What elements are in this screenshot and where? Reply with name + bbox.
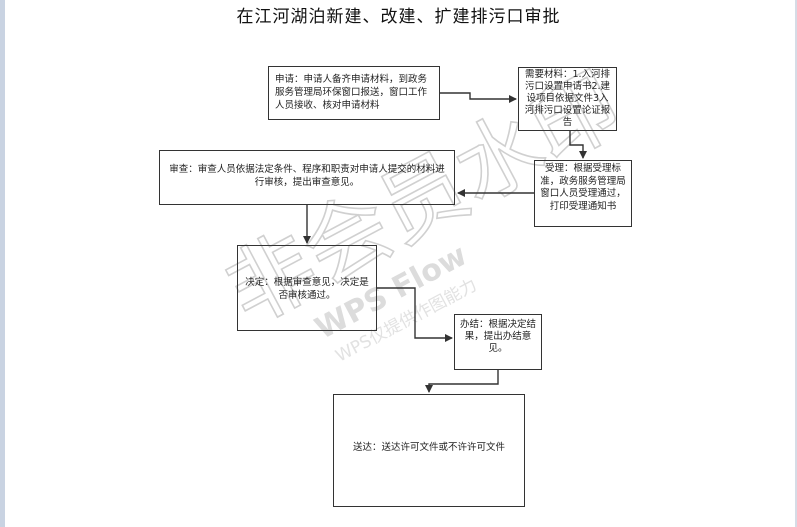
review-step-box: 审查：审查人员依据法定条件、程序和职责对申请人提交的材料进行审核，提出审查意见。 [159, 150, 455, 205]
apply-step-text: 申请：申请人备齐申请材料，到政务服务管理局环保窗口报送，窗口工作人员接收、核对申… [275, 74, 428, 111]
apply-step-box: 申请：申请人备齐申请材料，到政务服务管理局环保窗口报送，窗口工作人员接收、核对申… [268, 66, 440, 120]
deliver-step-box: 送达：送达许可文件或不许许可文件 [333, 394, 525, 507]
decision-step-box: 决定：根据审查意见，决定是否审核通过。 [237, 245, 377, 331]
arrow-decision-to-handling [377, 287, 453, 342]
arrow-materials-to-accept [569, 131, 587, 159]
handling-step-text: 办结：根据决定结果，提出办结意见。 [459, 319, 536, 354]
arrow-handling-to-deliver [425, 370, 499, 393]
deliver-step-text: 送达：送达许可文件或不许许可文件 [352, 442, 505, 453]
accept-step-text: 受理：根据受理标准，政务服务管理局窗口人员受理通过，打印受理通知书 [540, 163, 626, 212]
decision-step-text: 决定：根据审查意见，决定是否审核通过。 [245, 277, 369, 301]
accept-step-box: 受理：根据受理标准，政务服务管理局窗口人员受理通过，打印受理通知书 [534, 160, 632, 227]
review-step-text: 审查：审查人员依据法定条件、程序和职责对申请人提交的材料进行审核，提出审查意见。 [169, 164, 445, 188]
handling-step-box: 办结：根据决定结果，提出办结意见。 [454, 314, 542, 370]
left-window-edge [0, 0, 5, 527]
page-title: 在江河湖泊新建、改建、扩建排污口审批 [236, 7, 561, 27]
materials-step-text: 需要材料：1.入河排污口设置申请书2.建设项目依据文件3入河排污口设置论证报告 [524, 69, 611, 128]
right-window-edge [795, 0, 797, 527]
arrow-apply-to-materials [440, 92, 517, 103]
materials-step-box: 需要材料：1.入河排污口设置申请书2.建设项目依据文件3入河排污口设置论证报告 [518, 67, 617, 131]
